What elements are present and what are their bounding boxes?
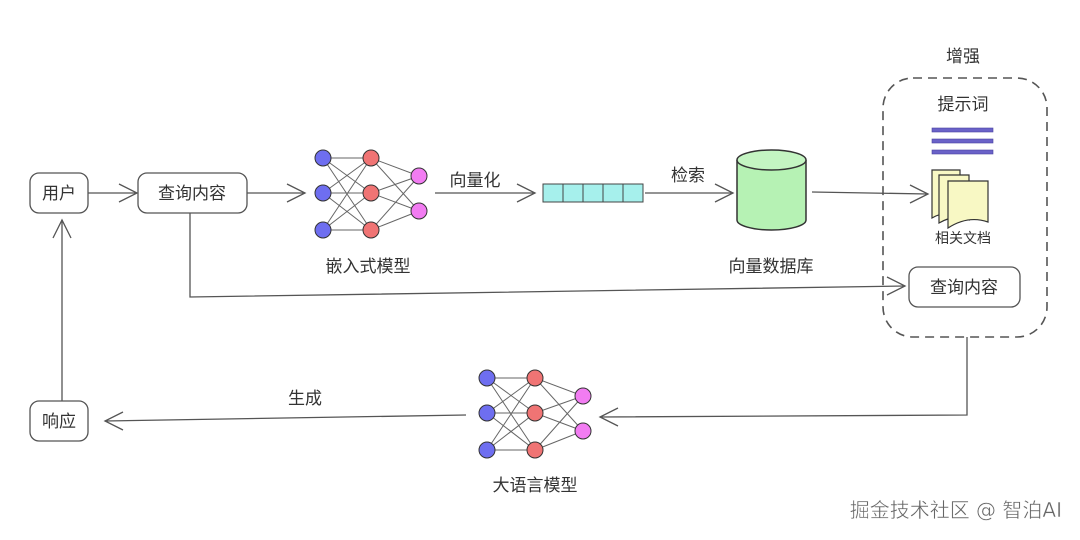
embedding-model-label: 嵌入式模型: [326, 257, 411, 277]
user-label: 用户: [42, 184, 76, 204]
output-node: [410, 167, 428, 185]
network-edge: [534, 430, 584, 451]
network-edge: [370, 192, 420, 212]
hidden-node: [526, 369, 544, 387]
network-edge: [370, 175, 420, 231]
arrow-augment-to-llm: [599, 337, 968, 418]
llm-network-icon: [478, 369, 592, 459]
vector-icon: [542, 183, 644, 203]
hidden-node: [362, 221, 380, 239]
network-edge: [322, 192, 372, 231]
input-node: [478, 441, 496, 459]
user-box: 用户: [29, 172, 89, 214]
prompt-lines-icon: [931, 127, 994, 155]
vector-db-label: 向量数据库: [729, 257, 814, 277]
network-edge: [486, 377, 536, 414]
input-node: [478, 404, 496, 422]
generate-label: 生成: [288, 389, 322, 409]
hidden-node: [362, 184, 380, 202]
related-docs-label: 相关文档: [935, 231, 991, 247]
embedding-model-network-icon: [314, 149, 428, 239]
llm-label: 大语言模型: [493, 476, 578, 496]
network-edge: [322, 157, 372, 231]
vector-cell: [582, 183, 604, 203]
vector-cell: [602, 183, 624, 203]
network-edge: [534, 412, 584, 432]
augmented-query-label: 查询内容: [930, 278, 998, 298]
output-node: [410, 202, 428, 220]
output-node: [574, 422, 592, 440]
output-node: [574, 387, 592, 405]
hidden-node: [526, 441, 544, 459]
network-edge: [370, 157, 420, 177]
input-node: [314, 184, 332, 202]
network-edge: [370, 210, 420, 231]
hidden-node: [362, 149, 380, 167]
query-box: 查询内容: [137, 172, 248, 214]
arrow-query-to-augmented-query: [189, 213, 906, 298]
watermark: 掘金技术社区 @ 智泊AI: [850, 498, 1062, 522]
network-edge: [534, 395, 584, 451]
vector-cell: [542, 183, 564, 203]
query-label: 查询内容: [158, 184, 226, 204]
vector-cell: [562, 183, 584, 203]
database-icon: [736, 149, 807, 231]
augment-group: [882, 77, 1048, 338]
vector-cell: [622, 183, 644, 203]
documents-icon: [931, 169, 989, 230]
response-label: 响应: [42, 412, 76, 432]
input-node: [478, 369, 496, 387]
arrow-db-to-docs: [811, 191, 929, 195]
network-edge: [534, 377, 584, 397]
network-edge: [486, 412, 536, 451]
vectorize-label: 向量化: [450, 171, 501, 191]
network-edge: [322, 157, 372, 194]
response-box: 响应: [29, 400, 89, 442]
retrieve-label: 检索: [671, 166, 705, 186]
hidden-node: [526, 404, 544, 422]
prompt-label: 提示词: [938, 95, 989, 115]
augmented-query-box: 查询内容: [908, 266, 1021, 308]
augment-label: 增强: [946, 47, 980, 67]
input-node: [314, 221, 332, 239]
network-edge: [486, 377, 536, 451]
arrow-llm-to-response: [104, 414, 467, 422]
input-node: [314, 149, 332, 167]
